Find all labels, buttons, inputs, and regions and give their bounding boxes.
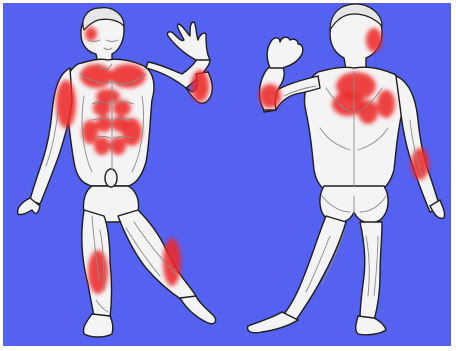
anatomy-svg: #stage .skin path, #stage .skin ellipse … (0, 0, 456, 351)
anatomy-illustration: #stage .skin path, #stage .skin ellipse … (0, 0, 456, 351)
